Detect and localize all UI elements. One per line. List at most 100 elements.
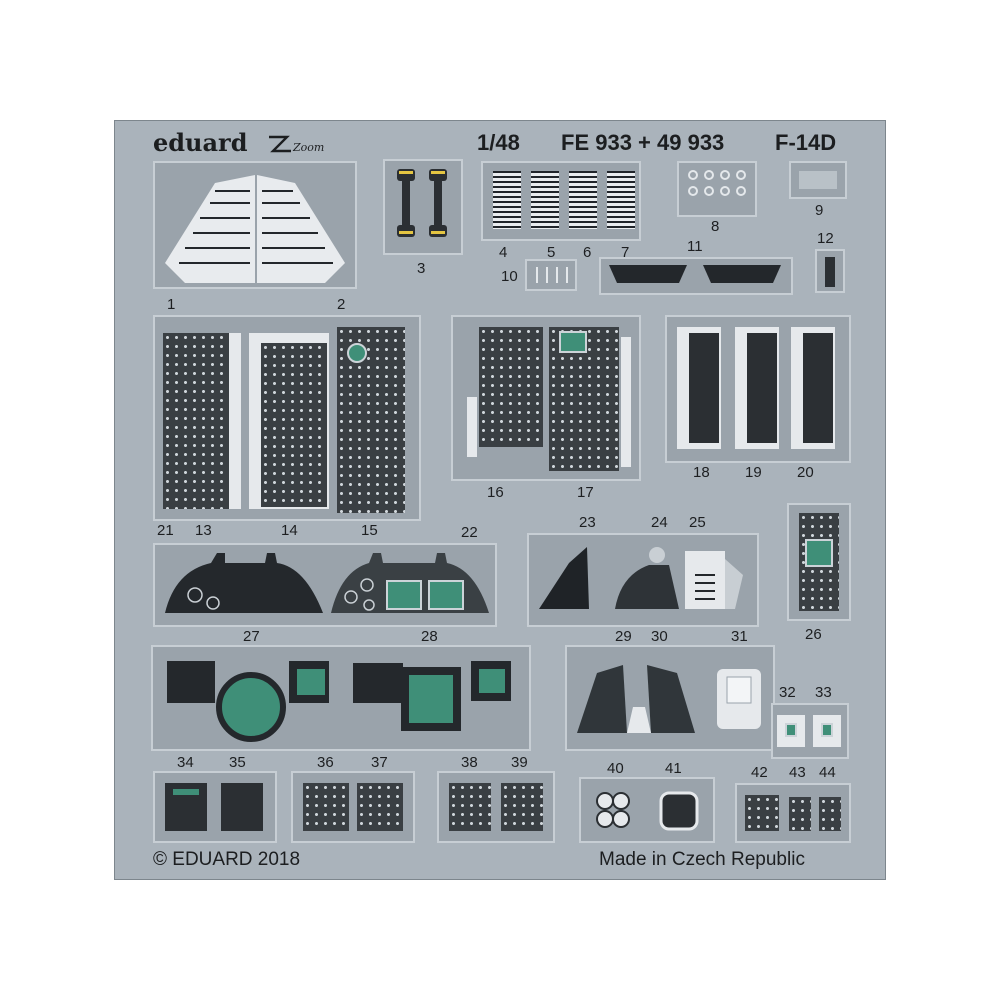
part-number-2: 2: [337, 296, 346, 313]
part-37: [357, 783, 403, 831]
part-11-trays: [609, 265, 781, 283]
frame-part-26: [787, 503, 851, 621]
part-number-6: 6: [583, 244, 592, 261]
part-number-20: 20: [797, 464, 814, 481]
part-27-28-panels: [167, 661, 511, 742]
frame-part-12: [815, 249, 845, 293]
part-number-5: 5: [547, 244, 556, 261]
part-43: [789, 797, 811, 831]
part-number-27: 27: [243, 628, 260, 645]
part-18-panel: [689, 333, 719, 443]
part-number-4: 4: [499, 244, 508, 261]
part-number-23: 23: [579, 514, 596, 531]
frame-part-10: [525, 259, 577, 291]
part-number-37: 37: [371, 754, 388, 771]
frame-parts-40-41: [579, 777, 715, 843]
svg-text:Zoom: Zoom: [292, 141, 324, 154]
part-5: [531, 171, 559, 229]
part-13-console: [163, 333, 229, 509]
part-number-40: 40: [607, 760, 624, 777]
part-17-edge: [621, 337, 631, 467]
part-26-screen: [805, 539, 833, 567]
frame-parts-23-25: [527, 533, 759, 627]
photo-etch-fret: eduard Zoom 1/48 FE 933 + 49 933 F-14D 1…: [114, 120, 886, 880]
part-number-32: 32: [779, 684, 796, 701]
part-21-22-panels: [165, 553, 489, 613]
part-12: [825, 257, 835, 287]
frame-parts-38-39: [437, 771, 555, 843]
part-number-43: 43: [789, 764, 806, 781]
part-10-pins: [536, 267, 568, 283]
frame-parts-36-37: [291, 771, 415, 843]
part-42: [745, 795, 779, 831]
part-7: [607, 171, 635, 229]
part-number-18: 18: [693, 464, 710, 481]
frame-parts-27-28: [151, 645, 531, 751]
part-number-41: 41: [665, 760, 682, 777]
frame-parts-21-22: [153, 543, 497, 627]
part-16-console: [479, 327, 543, 447]
part-number-3: 3: [417, 260, 426, 277]
part-16-edge: [467, 397, 477, 457]
part-20-panel: [803, 333, 833, 443]
frame-parts-1-2: [153, 161, 357, 289]
part-number-22: 22: [461, 524, 478, 541]
frame-parts-42-44: [735, 783, 851, 843]
frame-parts-34-35: [153, 771, 277, 843]
brand-logo: eduard: [153, 128, 248, 157]
frame-part-9: [789, 161, 847, 199]
zoom-logo: Zoom: [269, 135, 324, 154]
part-number-29: 29: [615, 628, 632, 645]
part-number-33: 33: [815, 684, 832, 701]
part-35: [221, 783, 263, 831]
part-number-39: 39: [511, 754, 528, 771]
part-17-screen: [559, 331, 587, 353]
part-number-14: 14: [281, 522, 298, 539]
part-number-31: 31: [731, 628, 748, 645]
part-44: [819, 797, 841, 831]
origin-text: Made in Czech Republic: [599, 849, 805, 870]
part-number-15: 15: [361, 522, 378, 539]
frame-parts-32-33: [771, 703, 849, 759]
frame-parts-29-31: [565, 645, 775, 751]
part-36: [303, 783, 349, 831]
part-33-screen: [821, 723, 833, 737]
frame-part-8: [677, 161, 757, 217]
part-number-34: 34: [177, 754, 194, 771]
part-number-35: 35: [229, 754, 246, 771]
part-14-console: [261, 343, 327, 507]
product-codes: FE 933 + 49 933: [561, 130, 725, 155]
part-40-41-gauges: [596, 791, 699, 831]
part-39: [501, 783, 543, 831]
part-number-38: 38: [461, 754, 478, 771]
part-number-7: 7: [621, 244, 630, 261]
part-number-21: 21: [157, 522, 174, 539]
part-34-strip: [173, 789, 199, 795]
scale-label: 1/48: [477, 130, 520, 155]
part-number-44: 44: [819, 764, 836, 781]
part-number-25: 25: [689, 514, 706, 531]
part-29-31-panels: [577, 665, 761, 733]
part-number-13: 13: [195, 522, 212, 539]
part-number-24: 24: [651, 514, 668, 531]
part-number-11: 11: [687, 238, 703, 255]
part-38: [449, 783, 491, 831]
frame-parts-13-15: [153, 315, 421, 521]
part-15-gauge: [347, 343, 367, 363]
part-number-36: 36: [317, 754, 334, 771]
part-8-circles: [688, 170, 746, 196]
part-number-28: 28: [421, 628, 438, 645]
part-1-2-placards: [165, 175, 345, 283]
part-6: [569, 171, 597, 229]
frame-part-3: [383, 159, 463, 255]
part-number-26: 26: [805, 626, 822, 643]
part-23-25-panels: [539, 547, 743, 609]
part-number-9: 9: [815, 202, 824, 219]
part-number-8: 8: [711, 218, 720, 235]
part-3-buckles: [397, 169, 447, 237]
frame-parts-4-7: [481, 161, 641, 241]
part-number-16: 16: [487, 484, 504, 501]
frame-parts-18-20: [665, 315, 851, 463]
frame-part-11: [599, 257, 793, 295]
part-9: [799, 171, 837, 189]
